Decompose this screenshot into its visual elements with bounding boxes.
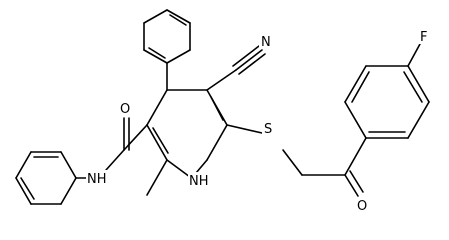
bond-c5-c6-double [210, 96, 224, 121]
methyl-bond [146, 159, 168, 196]
cyano-group [206, 45, 266, 91]
atom-o-amide: O [120, 102, 130, 117]
atom-o-keto: O [357, 199, 367, 214]
bond-co-o-1 [344, 174, 359, 197]
bond-co-o-2 [349, 170, 364, 193]
fluorophenyl-ring [344, 65, 430, 139]
atom-n-cyano: N [261, 35, 271, 50]
bond-c6-s-visible [226, 124, 263, 134]
molecule-structure: N O NH NH S O F [15, 9, 430, 214]
bond-s-ch2 [282, 149, 303, 176]
atom-nh-ring: NH [189, 174, 209, 189]
atom-s-thio: S [264, 122, 272, 137]
bond-c3-ccarbonyl [123, 124, 148, 151]
bond-c-nh [105, 149, 125, 171]
bond-aryl-f [407, 43, 421, 67]
molecule-canvas: N O NH NH S O F [15, 9, 430, 214]
atom-f-fluoro: F [420, 30, 427, 45]
phenyl-ring-left [15, 151, 77, 205]
atom-nh-amide: NH [87, 172, 107, 187]
bond-co-aryl [344, 137, 367, 176]
phenyl-ring-top [143, 9, 191, 64]
